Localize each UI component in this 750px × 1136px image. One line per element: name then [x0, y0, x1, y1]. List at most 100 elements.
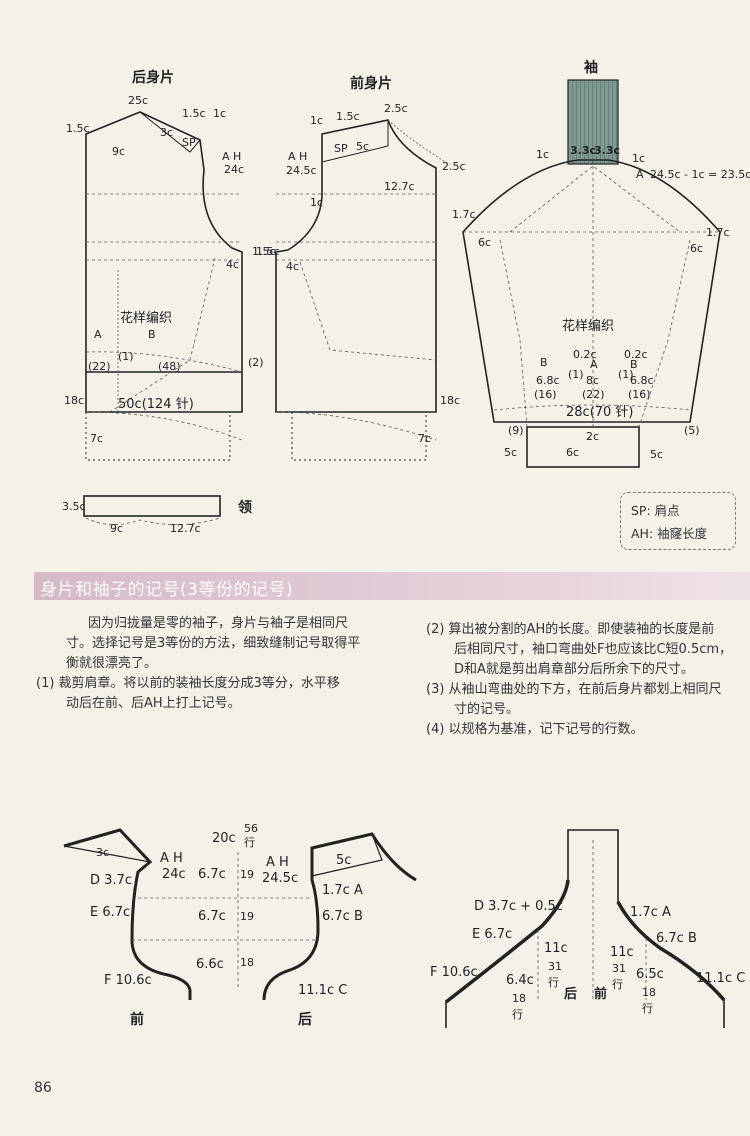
detail-bodice-r19b: 19	[240, 910, 254, 923]
sleeve-l6: 6c	[478, 236, 491, 249]
intro-line-3: 衡就很漂亮了。	[66, 656, 158, 671]
detail-sleeve-e: E 6.7c	[472, 927, 512, 942]
front-r127: 12.7c	[384, 180, 415, 193]
detail-bodice-a-r: 1.7c A	[322, 883, 363, 898]
detail-bodice-mid1: 6.7c	[198, 867, 226, 882]
detail-sleeve-c: 11.1c C	[696, 971, 745, 986]
detail-sleeve-r65: 6.5c	[636, 967, 664, 982]
sleeve-p5: (5)	[684, 424, 700, 437]
front-top-1: 1c	[310, 114, 323, 127]
detail-sleeve-unit-l: 行	[548, 976, 559, 989]
sleeve-stitch-pattern: 花样编织	[562, 318, 614, 334]
collar-h35: 3.5c	[62, 500, 86, 513]
sleeve-label-a: A	[636, 168, 644, 181]
sleeve-b6: 6c	[566, 446, 579, 459]
sleeve-p9: (9)	[508, 424, 524, 437]
step-2-line-2: 后相同尺寸，袖口弯曲处F也应该比C短0.5cm，	[454, 642, 733, 657]
sleeve-title: 袖	[584, 59, 598, 76]
detail-bodice-c-r: 11.1c C	[298, 983, 347, 998]
sleeve-label-b2: B	[630, 358, 638, 371]
detail-bodice-e: E 6.7c	[90, 905, 130, 920]
section-banner: 身片和袖子的记号(3等份的记号)	[34, 572, 750, 600]
back-p22: (22)	[88, 360, 111, 373]
sleeve-r6: 6c	[690, 242, 703, 255]
back-stitch-pattern: 花样编织	[120, 310, 172, 326]
detail-bodice-rows-unit: 行	[244, 836, 255, 849]
sleeve-label-a2: A	[590, 358, 598, 371]
sleeve	[462, 79, 721, 468]
front-sp5: 5c	[356, 140, 369, 153]
detail-bodice-front	[63, 828, 192, 1000]
detail-bodice-d: D 3.7c	[90, 873, 132, 888]
sleeve-cap: 24.5c - 1c = 23.5c	[650, 168, 750, 181]
sleeve-v22: (22)	[582, 388, 605, 401]
detail-bodice-ah-r-val: 24.5c	[262, 871, 298, 886]
detail-bodice-ah-l-val: 24c	[162, 867, 186, 882]
back-label-b: B	[148, 328, 156, 341]
detail-sleeve-back-label: 后	[564, 986, 577, 1002]
back-h18: 18c	[64, 394, 84, 407]
detail-bodice-mid3: 6.6c	[196, 957, 224, 972]
detail-bodice-r19a: 19	[240, 868, 254, 881]
text-column-left: 因为归拢量是零的袖子，身片与袖子是相同尺 寸。选择记号是3等份的方法，细致缝制记…	[36, 614, 388, 714]
front-top-15: 1.5c	[336, 110, 360, 123]
detail-bodice-guides	[132, 852, 318, 988]
sleeve-v16b: (16)	[628, 388, 651, 401]
front-l15: 1.5c	[256, 245, 280, 258]
detail-sleeve-l64: 6.4c	[506, 973, 534, 988]
front-under-4: 4c	[286, 260, 299, 273]
back-p2: (2)	[248, 356, 264, 369]
detail-sleeve-unit-r2: 行	[642, 1002, 653, 1015]
detail-bodice-f: F 10.6c	[104, 973, 152, 988]
step-2-line-3: D和A就是剪出肩章部分后所余下的尺寸。	[454, 662, 694, 677]
step-3-line-2: 寸的记号。	[454, 702, 520, 717]
detail-bodice-c5: 5c	[336, 853, 351, 868]
detail-bodice-back	[262, 832, 417, 1001]
back-ah-val: 24c	[224, 163, 244, 176]
intro-line-2: 寸。选择记号是3等份的方法，细致缝制记号取得平	[66, 636, 361, 651]
back-top-25: 25c	[128, 94, 148, 107]
sleeve-v8: 8c	[586, 374, 599, 387]
detail-bodice-ah-l: A H	[160, 851, 183, 866]
front-r25: 2.5c	[442, 160, 466, 173]
front-h7: 7c	[418, 432, 431, 445]
detail-bodice-total: 20c	[212, 831, 236, 846]
back-neck-3: 3c	[160, 126, 173, 139]
sleeve-v02a: 0.2c	[573, 348, 597, 361]
detail-bodice-r18: 18	[240, 956, 254, 969]
detail-sleeve-r11: 11c	[610, 945, 634, 960]
detail-sleeve-front-label: 前	[594, 986, 607, 1002]
back-bodice	[85, 111, 243, 461]
sleeve-b5r: 5c	[650, 448, 663, 461]
back-left-15: 1.5c	[66, 122, 90, 135]
detail-sleeve	[444, 829, 726, 1028]
step-4-line-1: (4) 以规格为基准，记下记号的行数。	[426, 722, 644, 737]
detail-bodice-ah-r: A H	[266, 855, 289, 870]
front-h18: 18c	[440, 394, 460, 407]
back-h7: 7c	[90, 432, 103, 445]
front-ah-val: 24.5c	[286, 164, 317, 177]
detail-bodice-back-label: 后	[298, 1011, 312, 1028]
sleeve-width: 28c(70 针)	[566, 405, 634, 420]
sleeve-v1: (1)	[568, 368, 584, 381]
sleeve-v68b: 6.8c	[630, 374, 654, 387]
detail-bodice-b-r: 6.7c B	[322, 909, 363, 924]
detail-sleeve-r18: 18	[642, 986, 656, 999]
back-p48: (48)	[158, 360, 181, 373]
front-top-25: 2.5c	[384, 102, 408, 115]
detail-bodice-mid2: 6.7c	[198, 909, 226, 924]
front-title: 前身片	[350, 75, 392, 92]
step-3-line-1: (3) 从袖山弯曲处的下方，在前后身片都划上相同尺	[426, 682, 722, 697]
sleeve-top-1: 1c	[536, 148, 549, 161]
sleeve-l17: 1.7c	[452, 208, 476, 221]
collar	[83, 495, 221, 525]
sleeve-r17: 1.7c	[706, 226, 730, 239]
back-p1: (1)	[118, 350, 134, 363]
sleeve-v16: (16)	[534, 388, 557, 401]
collar-w127: 12.7c	[170, 522, 201, 535]
sleeve-c33a: 3.3c	[570, 144, 596, 157]
back-side-15: 1.5c	[252, 245, 276, 258]
sleeve-c33b: 3.3c	[594, 144, 620, 157]
detail-sleeve-r31: 31	[612, 962, 626, 975]
